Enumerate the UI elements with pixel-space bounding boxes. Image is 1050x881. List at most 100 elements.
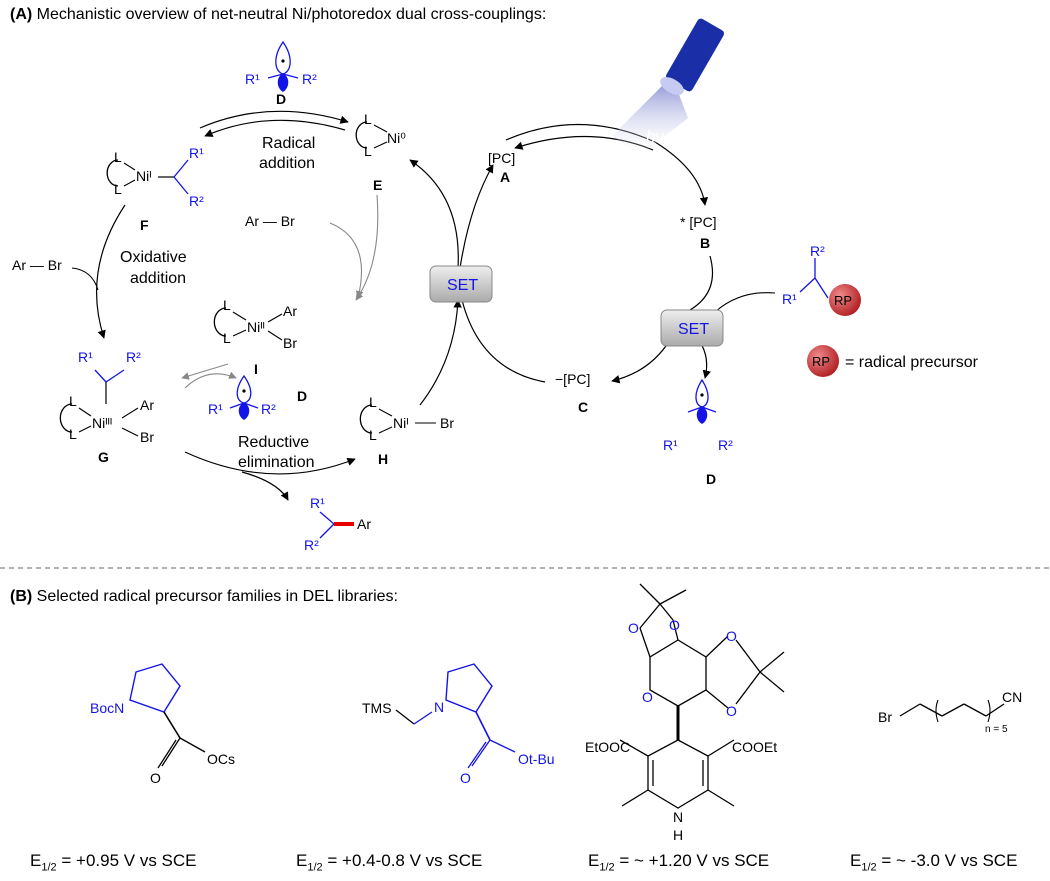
r1-label: R¹ bbox=[310, 495, 325, 511]
ocs-label: OCs bbox=[207, 751, 235, 767]
br-label: Br bbox=[283, 335, 297, 351]
compound-d-label: D bbox=[706, 471, 716, 487]
niii-label: Niᴵᴵ bbox=[247, 319, 265, 335]
part-b-letter: (B) bbox=[10, 588, 33, 605]
compound-a-label: A bbox=[500, 169, 510, 185]
compound-h-label: H bbox=[378, 451, 388, 467]
boc-label: BocN bbox=[90, 700, 124, 716]
ar-label: Ar bbox=[140, 397, 154, 413]
oxidative-addition-step-2: addition bbox=[130, 270, 186, 287]
e-sub: 1/2 bbox=[861, 861, 877, 874]
ni0-label: Ni⁰ bbox=[387, 130, 406, 146]
potential-2: E1/2 = +0.4-0.8 V vs SCE bbox=[296, 851, 482, 873]
complex-g: R¹ R² L L Niᴵᴵᴵ Ar Br G bbox=[59, 349, 154, 465]
etooc-label: EtOOC bbox=[585, 739, 630, 755]
niiii-label: Niᴵᴵᴵ bbox=[92, 415, 112, 431]
br-label: Br bbox=[440, 415, 454, 431]
oxygen-label: O bbox=[628, 620, 639, 636]
radical-d-right: R¹ R² D bbox=[663, 378, 733, 487]
oxidative-addition-step: Oxidative bbox=[120, 249, 187, 266]
oxygen-label: O bbox=[669, 617, 680, 633]
compound-g-label: G bbox=[98, 449, 109, 465]
ar-br-label: Ar — Br bbox=[245, 213, 295, 229]
r2-label: R² bbox=[302, 71, 317, 87]
r2-label: R² bbox=[304, 537, 319, 553]
set-label: SET bbox=[678, 321, 709, 338]
e-label: E bbox=[850, 851, 862, 870]
r2-label: R² bbox=[810, 243, 825, 259]
r1-label: R¹ bbox=[78, 349, 93, 365]
ligand-label: L bbox=[223, 297, 231, 313]
reductive-elimination-step: Reductive bbox=[238, 434, 309, 451]
rp-legend: RP = radical precursor bbox=[807, 345, 979, 377]
part-b-title: Selected radical precursor families in D… bbox=[36, 588, 398, 605]
br-label: Br bbox=[140, 429, 154, 445]
nitrogen-label: N bbox=[434, 699, 444, 715]
compound-d-label: D bbox=[276, 91, 286, 107]
set-label: SET bbox=[447, 277, 478, 294]
potential-value: = +0.95 V vs SCE bbox=[56, 851, 197, 870]
compound-f-label: F bbox=[140, 217, 149, 233]
hantzsch-ester-structure: O O O O O EtOOC COOEt N H bbox=[585, 583, 785, 843]
tms-label: TMS bbox=[362, 700, 392, 716]
e-sub: 1/2 bbox=[307, 861, 323, 874]
compound-b-label: B bbox=[700, 235, 710, 251]
potential-4: E1/2 = ~ -3.0 V vs SCE bbox=[850, 851, 1017, 873]
compound-c-label: C bbox=[578, 399, 588, 415]
oxygen-label: O bbox=[150, 770, 161, 786]
rp-label: RP bbox=[834, 293, 852, 308]
br-label: Br bbox=[878, 709, 892, 725]
reductive-elimination-step-2: elimination bbox=[238, 454, 314, 471]
r2-label: R² bbox=[126, 349, 141, 365]
hydrogen-label: H bbox=[673, 827, 683, 843]
complex-h: L L Niᴵ Br H bbox=[359, 394, 454, 467]
oxygen-label: O bbox=[460, 770, 471, 786]
r2-label: R² bbox=[189, 193, 204, 209]
otbu-label: Ot-Bu bbox=[518, 751, 555, 767]
e-sub: 1/2 bbox=[41, 861, 57, 874]
ligand-label: L bbox=[114, 181, 122, 197]
ligand-label: L bbox=[364, 143, 372, 159]
pc-excited-label: * [PC] bbox=[680, 214, 717, 230]
r1-label: R¹ bbox=[663, 437, 678, 453]
pc-reduced-label: −[PC] bbox=[555, 371, 590, 387]
set-box-left: SET bbox=[429, 265, 493, 303]
cooet-label: COOEt bbox=[732, 739, 777, 755]
ligand-label: L bbox=[114, 149, 122, 165]
radical-addition-step: Radical bbox=[262, 135, 315, 152]
pc-label: [PC] bbox=[488, 150, 515, 166]
potential-value: = +0.4-0.8 V vs SCE bbox=[322, 851, 483, 870]
rp-substrate: R² R¹ RP bbox=[782, 243, 861, 316]
product: R¹ R² Ar bbox=[304, 495, 371, 553]
boc-proline-structure: BocN O OCs bbox=[90, 663, 235, 786]
potential-3: E1/2 = ~ +1.20 V vs SCE bbox=[588, 851, 769, 873]
e-label: E bbox=[588, 851, 600, 870]
r2-label: R² bbox=[261, 401, 276, 417]
rp-label: RP bbox=[812, 354, 830, 369]
e-label: E bbox=[30, 851, 42, 870]
ar-br-label: Ar — Br bbox=[12, 257, 62, 273]
bromonitrile-structure: Br CN n = 5 bbox=[878, 689, 1022, 735]
part-a-letter: (A) bbox=[10, 6, 33, 23]
oxygen-label: O bbox=[726, 703, 737, 719]
n5-label: n = 5 bbox=[985, 724, 1008, 735]
r2-label: R² bbox=[718, 437, 733, 453]
part-a-header: (A) Mechanistic overview of net-neutral … bbox=[10, 6, 546, 24]
oxygen-label: O bbox=[642, 689, 653, 705]
set-box-right: SET bbox=[660, 309, 724, 347]
compound-e-label: E bbox=[373, 177, 382, 193]
cn-label: CN bbox=[1002, 689, 1022, 705]
tms-proline-structure: TMS N O Ot-Bu bbox=[362, 663, 555, 786]
r1-label: R¹ bbox=[782, 291, 797, 307]
ar-label: Ar bbox=[283, 303, 297, 319]
compound-i-label: I bbox=[254, 361, 258, 377]
ligand-label: L bbox=[223, 330, 231, 346]
complex-e: L L Ni⁰ E bbox=[355, 111, 406, 193]
potential-value: = ~ -3.0 V vs SCE bbox=[876, 851, 1018, 870]
rp-legend-text: = radical precursor bbox=[845, 354, 979, 371]
radical-d-top: R¹ R² D bbox=[245, 40, 317, 107]
potential-value: = ~ +1.20 V vs SCE bbox=[614, 851, 770, 870]
part-a-title: Mechanistic overview of net-neutral Ni/p… bbox=[36, 6, 547, 23]
ar-label: Ar bbox=[357, 516, 371, 532]
